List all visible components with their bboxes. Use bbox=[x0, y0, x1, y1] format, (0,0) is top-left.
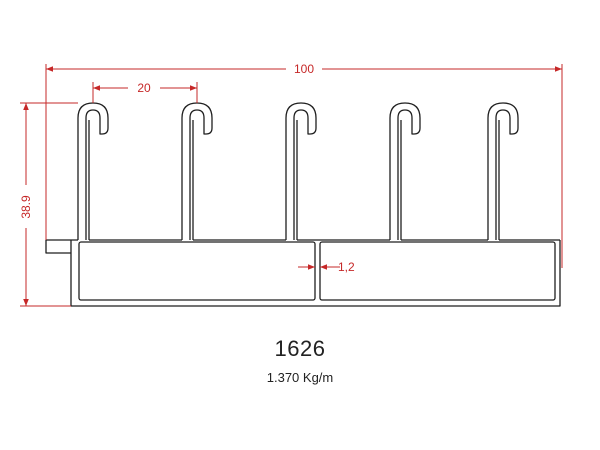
hook-fin-2 bbox=[181, 102, 213, 240]
hook-fin-4 bbox=[389, 102, 421, 240]
left-lip bbox=[45, 239, 71, 254]
right-cavity bbox=[319, 241, 556, 301]
hook-pitch-label: 20 bbox=[137, 81, 151, 95]
hook-fin-5 bbox=[487, 102, 519, 240]
overall-height-label: 38.9 bbox=[19, 195, 33, 219]
left-cavity bbox=[78, 241, 316, 301]
profile-weight: 1.370 Kg/m bbox=[266, 370, 334, 385]
overall-width-label: 100 bbox=[294, 62, 314, 76]
profile-base-outer bbox=[70, 240, 561, 307]
hook-fin-1 bbox=[77, 102, 109, 240]
profile-outline bbox=[45, 102, 561, 307]
wall-thickness-label: 1,2 bbox=[338, 260, 355, 274]
dimensions bbox=[20, 64, 563, 307]
hook-fin-3 bbox=[285, 102, 317, 240]
profile-code: 1626 bbox=[274, 336, 326, 361]
